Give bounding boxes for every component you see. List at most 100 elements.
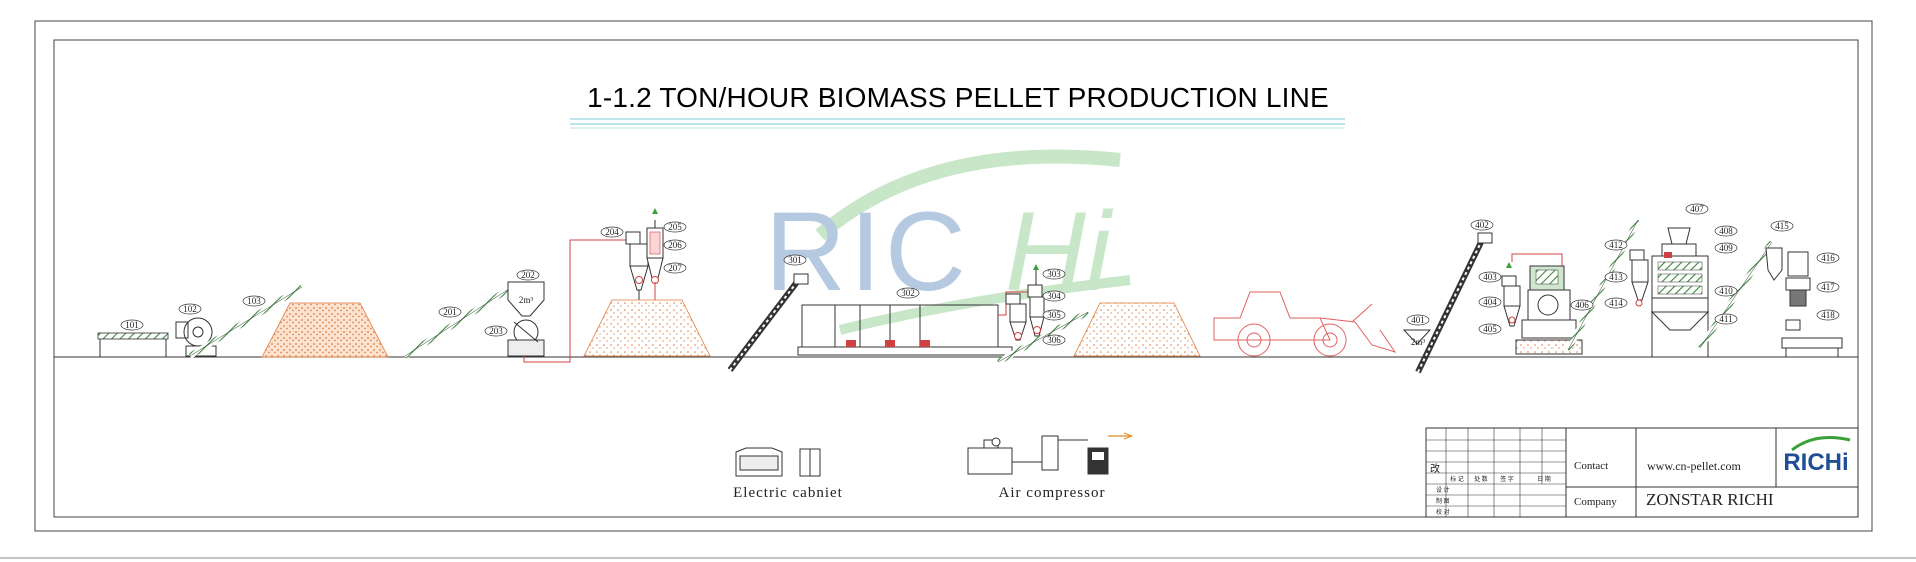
label-203-text: 203 [489, 326, 503, 336]
air-pipe-203-204 [523, 239, 634, 363]
svg-text:RIC: RIC [765, 189, 970, 314]
label-407: 407 [1685, 203, 1709, 215]
label-102-text: 102 [183, 304, 197, 314]
conveyor-412-edge [1567, 219, 1639, 351]
bin-401 [1402, 329, 1432, 345]
label-306-text: 306 [1047, 335, 1061, 345]
label-301-text: 301 [788, 255, 802, 265]
screw-conveyor-402-thread [1417, 235, 1485, 373]
outer-frame [34, 20, 1873, 532]
label-411: 411 [1714, 313, 1738, 325]
company-name: ZONSTAR RICHI [1646, 490, 1774, 509]
label-102: 102 [178, 303, 202, 315]
material-pile-3 [1073, 302, 1201, 357]
equipment-labels: 101 102 103 201 202 203 204 205 206 207 … [120, 203, 1840, 347]
label-418: 418 [1816, 309, 1840, 321]
label-411-text: 411 [1719, 314, 1732, 324]
label-101: 101 [120, 319, 144, 331]
richi-logo-text: RICHi [1783, 449, 1848, 476]
label-202-text: 202 [521, 270, 535, 280]
material-pile-1 [261, 302, 389, 358]
label-205-text: 205 [668, 222, 682, 232]
label-414-text: 414 [1609, 298, 1623, 308]
label-203: 203 [484, 325, 508, 337]
screw-conveyor-301-head [793, 273, 809, 285]
label-409-text: 409 [1719, 243, 1733, 253]
cyclone-413 [1629, 249, 1649, 307]
packing-machine-417 [1765, 247, 1843, 357]
label-101-text: 101 [125, 320, 139, 330]
label-408: 408 [1714, 225, 1738, 237]
label-401-text: 401 [1411, 315, 1425, 325]
label-201-text: 201 [443, 307, 457, 317]
pellet-mill-406 [1515, 265, 1583, 355]
label-302-text: 302 [901, 288, 915, 298]
label-416: 416 [1816, 252, 1840, 264]
label-207: 207 [663, 262, 687, 274]
drawing-title: 1-1.2 TON/HOUR BIOMASS PELLET PRODUCTION… [587, 82, 1329, 113]
bin-volume-401: 2m³ [1411, 337, 1426, 347]
electric-cabinet-icon [735, 447, 821, 477]
label-414: 414 [1604, 297, 1628, 309]
label-415: 415 [1770, 220, 1794, 232]
title-block-col-mark: 标 记 [1450, 475, 1464, 483]
label-201: 201 [438, 306, 462, 318]
label-406: 406 [1570, 299, 1594, 311]
label-401: 401 [1406, 314, 1430, 326]
label-103: 103 [242, 295, 266, 307]
label-306: 306 [1042, 334, 1066, 346]
label-302: 302 [896, 287, 920, 299]
title-block-col-sign: 签 字 [1500, 475, 1514, 483]
label-416-text: 416 [1821, 253, 1835, 263]
label-413-text: 413 [1609, 272, 1623, 282]
label-103-text: 103 [247, 296, 261, 306]
screw-conveyor-402-head [1477, 232, 1493, 244]
screw-conveyor-301-thread [729, 277, 801, 371]
label-418-text: 418 [1821, 310, 1835, 320]
label-417-text: 417 [1821, 282, 1835, 292]
label-413: 413 [1604, 271, 1628, 283]
cyclone-204 [625, 231, 649, 318]
title-block-row-drawing: 制 图 [1436, 497, 1450, 505]
label-405: 405 [1478, 323, 1502, 335]
label-404: 404 [1478, 296, 1502, 308]
label-204: 204 [600, 226, 624, 238]
title-block-row-design: 设 计 [1436, 486, 1450, 494]
wheel-loader [1213, 291, 1397, 357]
cyclone-404 [1501, 262, 1521, 327]
label-409: 409 [1714, 242, 1738, 254]
label-202: 202 [516, 269, 540, 281]
electric-cabinet-caption: Electric cabniet [733, 485, 843, 501]
screw-conveyor-306-edge [997, 311, 1089, 363]
air-compressor-caption: Air compressor [999, 485, 1106, 501]
richi-watermark-logo: RIC Hi [765, 149, 1131, 335]
counterflow-cooler-409 [1650, 227, 1710, 357]
label-417: 417 [1816, 281, 1840, 293]
label-205: 205 [663, 221, 687, 233]
title-block-row-check: 校 对 [1436, 508, 1450, 516]
label-403: 403 [1478, 271, 1502, 283]
inner-frame [53, 39, 1859, 518]
title-block-revision-mark: 改 [1430, 462, 1440, 475]
air-compressor-icon [967, 432, 1134, 475]
label-305: 305 [1042, 309, 1066, 321]
label-402-text: 402 [1475, 220, 1489, 230]
label-415-text: 415 [1775, 221, 1789, 231]
label-207-text: 207 [668, 263, 682, 273]
label-410: 410 [1714, 285, 1738, 297]
conveyor-411-edge [1699, 241, 1773, 349]
label-303: 303 [1042, 268, 1066, 280]
bin-volume-202: 2m³ [519, 295, 534, 305]
hammer-mill-203 [507, 281, 545, 357]
label-402: 402 [1470, 219, 1494, 231]
label-412: 412 [1604, 239, 1628, 251]
label-410-text: 410 [1719, 286, 1733, 296]
label-206: 206 [663, 239, 687, 251]
label-404-text: 404 [1483, 297, 1497, 307]
label-305-text: 305 [1047, 310, 1061, 320]
title-block-col-count: 处 数 [1474, 475, 1488, 483]
bag-dust-collector-206 [646, 208, 664, 318]
label-304-text: 304 [1047, 291, 1061, 301]
conveyor-103-edge [189, 286, 303, 357]
